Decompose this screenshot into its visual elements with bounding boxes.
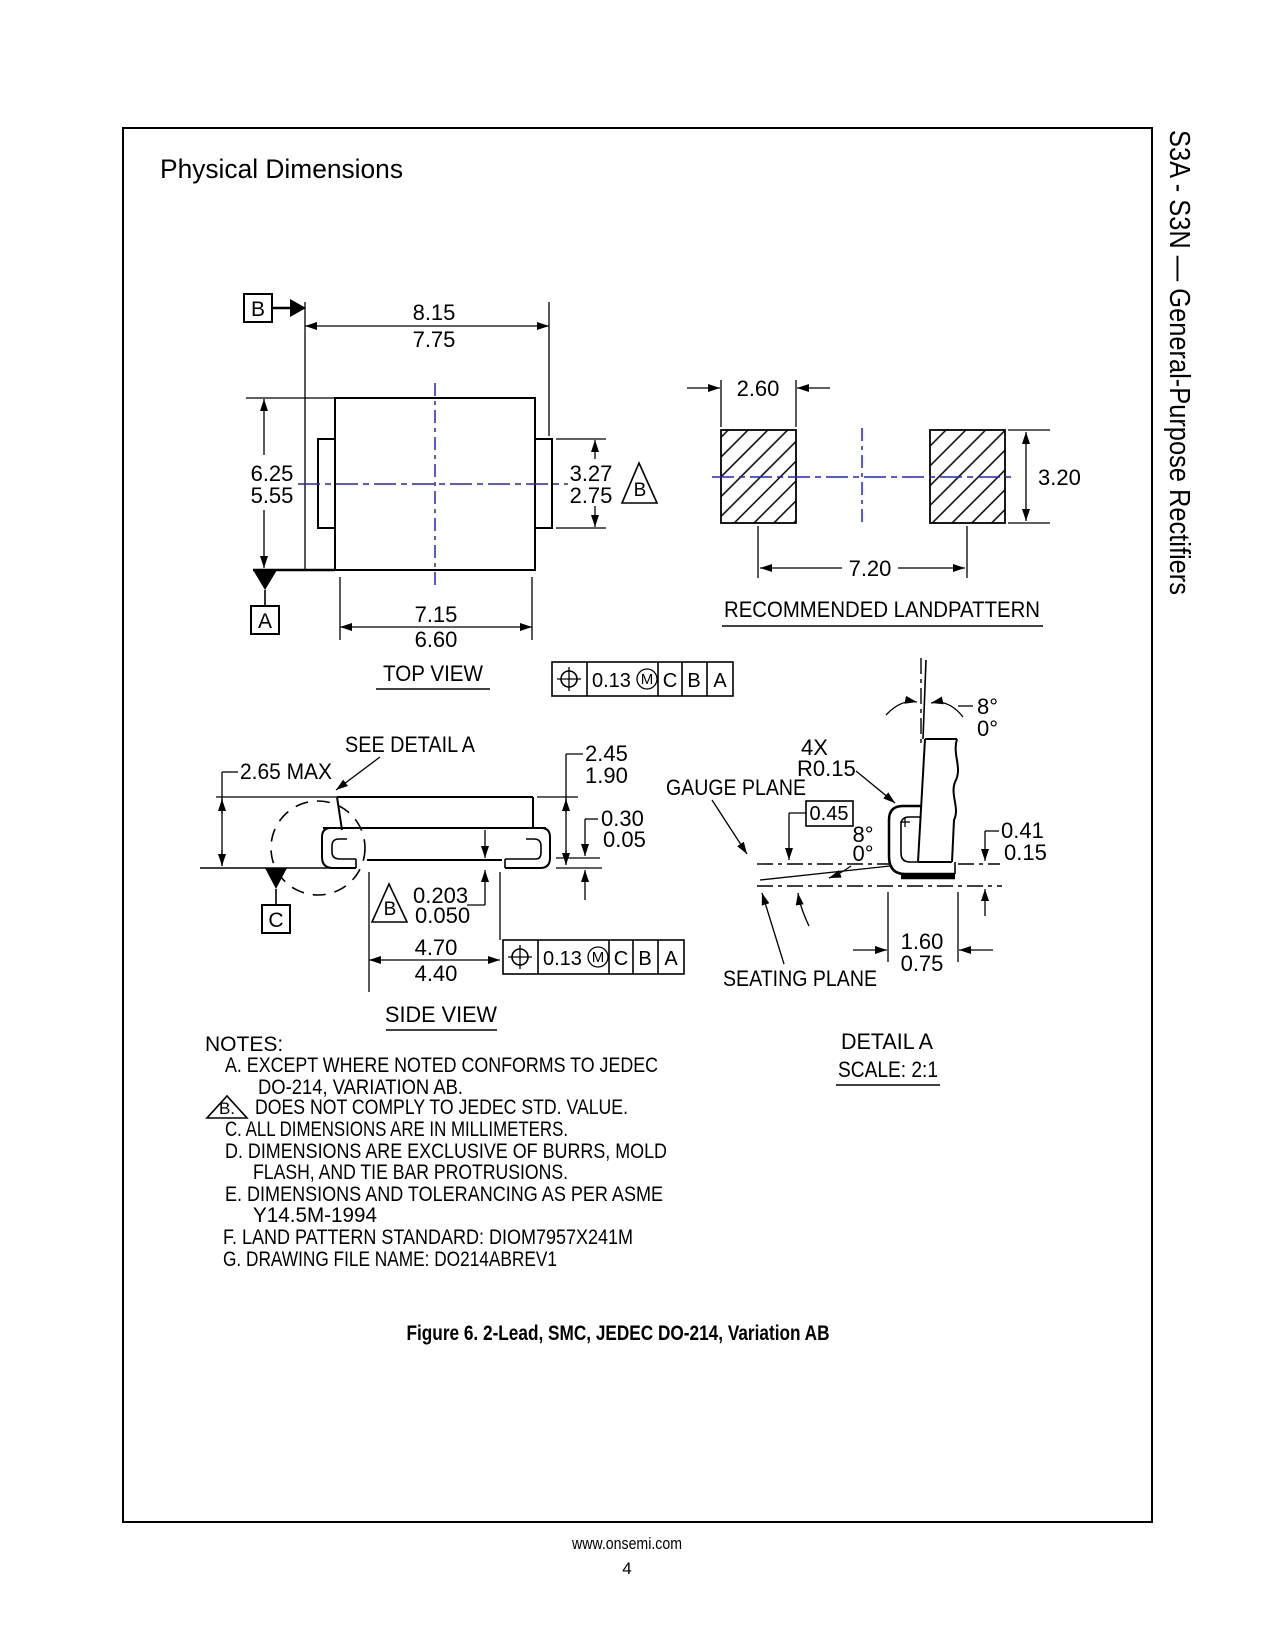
- dim-foot-length-max: 1.60: [901, 929, 944, 954]
- page-title: Physical Dimensions: [160, 154, 403, 184]
- note-b-flag-icon: B.: [205, 1094, 249, 1119]
- page-border: [122, 127, 1153, 1523]
- detail-a-label: DETAIL A: [841, 1029, 933, 1054]
- note-b-flag-letter: B.: [219, 1099, 235, 1118]
- datum-a-letter: A: [258, 610, 272, 633]
- right-lead: [505, 827, 551, 869]
- figure-caption: Figure 6. 2-Lead, SMC, JEDEC DO-214, Var…: [407, 1322, 830, 1345]
- footer-url: www.onsemi.com: [571, 1534, 682, 1553]
- fcf-datum-2: B: [687, 670, 700, 692]
- dim-pad-height: 3.20: [1038, 465, 1081, 490]
- note-b: DOES NOT COMPLY TO JEDEC STD. VALUE.: [255, 1096, 628, 1119]
- note-flag-letter: B: [634, 480, 647, 501]
- note-e-line1: E. DIMENSIONS AND TOLERANCING AS PER ASM…: [225, 1183, 663, 1206]
- dim-pad-pitch: 7.20: [849, 556, 892, 581]
- dim-pad-width: 2.60: [737, 376, 780, 401]
- circled-m-icon: M: [636, 668, 658, 690]
- datum-triangle-icon: [265, 868, 287, 889]
- note-d-line1: D. DIMENSIONS ARE EXCLUSIVE OF BURRS, MO…: [225, 1140, 667, 1163]
- dim-body-width-max: 7.15: [415, 602, 458, 627]
- see-detail-label: SEE DETAIL A: [345, 732, 475, 757]
- note-g: G. DRAWING FILE NAME: DO214ABREV1: [223, 1248, 557, 1271]
- note-flag-b: B: [370, 882, 409, 923]
- fcf-datum-1: C: [663, 670, 677, 692]
- datum-triangle-icon: [290, 299, 306, 317]
- dim-overall-width-max: 8.15: [413, 300, 456, 325]
- detail-circle: [270, 800, 366, 896]
- dim-overall-width-min: 7.75: [413, 327, 456, 352]
- radius-value: R0.15: [797, 756, 856, 781]
- dim-standoff-detail-max: 0.41: [1001, 818, 1044, 843]
- datum-c-label: C: [261, 868, 291, 934]
- dim-height-max: 6.25: [251, 461, 294, 486]
- dim-lead-angle-min: 0°: [977, 716, 998, 741]
- radius-qty: 4X: [801, 735, 828, 760]
- lead-terminal: [887, 804, 955, 876]
- dim-foot-span-min: 4.40: [415, 961, 458, 986]
- detail-a-scale: SCALE: 2:1: [838, 1057, 938, 1082]
- sidebar-title: S3A - S3N — General-Purpose Rectifiers: [1163, 130, 1195, 595]
- fcf-tolerance: 0.13: [592, 670, 631, 692]
- fcf-datum-2: B: [638, 948, 651, 970]
- landpattern: 2.60 3.20 7.20 RECOMMENDED LANDPATTERN: [687, 376, 1081, 627]
- dim-foot-length-min: 0.75: [901, 951, 944, 976]
- feature-control-frame-top: 0.13 M C B A: [551, 661, 734, 697]
- note-flag-b: B: [620, 461, 659, 504]
- gauge-dim: 0.45: [810, 803, 849, 825]
- note-f: F. LAND PATTERN STANDARD: DIOM7957X241M: [223, 1226, 633, 1249]
- left-lead: [321, 827, 356, 869]
- fcf-datum-3: A: [664, 948, 678, 970]
- lead-break-line: [951, 738, 959, 863]
- note-flag-letter: B: [384, 899, 397, 920]
- datum-c-letter: C: [268, 909, 283, 932]
- note-a-line2: DO-214, VARIATION AB.: [258, 1076, 463, 1099]
- side-view-label: SIDE VIEW: [385, 1002, 497, 1027]
- datum-a-label: A: [250, 568, 335, 635]
- dim-foot-span-max: 4.70: [415, 935, 458, 960]
- footer-page-number: 4: [622, 1559, 631, 1578]
- circled-m-icon: M: [587, 946, 609, 968]
- notes-heading: NOTES:: [205, 1033, 283, 1056]
- dim-lead-height-max: 2.45: [585, 741, 628, 766]
- dim-standoff-max: 0.203: [413, 883, 468, 908]
- dim-gap-min: 0.05: [603, 827, 646, 852]
- note-e-line2: Y14.5M-1994: [253, 1204, 377, 1227]
- fcf-datum-3: A: [713, 670, 727, 692]
- detail-a: 8° 0° 4X R0.15 GAUGE PLANE 0.45 8°: [666, 658, 1047, 1086]
- fcf-modifier: M: [641, 671, 654, 688]
- dim-tab-max: 3.27: [570, 461, 613, 486]
- dim-body-width-min: 6.60: [415, 627, 458, 652]
- dim-lead-height-min: 1.90: [585, 763, 628, 788]
- fcf-modifier: M: [592, 949, 605, 966]
- dim-tab-min: 2.75: [570, 483, 613, 508]
- top-view-label: TOP VIEW: [383, 661, 483, 686]
- feature-control-frame-side: 0.13 M C B A: [502, 939, 685, 975]
- dim-height-min: 5.55: [251, 483, 294, 508]
- gauge-plane-label: GAUGE PLANE: [666, 775, 806, 800]
- landpattern-label: RECOMMENDED LANDPATTERN: [724, 597, 1040, 622]
- dim-lead-angle-max: 8°: [977, 694, 998, 719]
- dim-foot-angle-max: 8°: [852, 822, 873, 847]
- datum-b-label: B: [243, 293, 306, 323]
- datum-triangle-icon: [253, 570, 277, 590]
- seating-plane-label: SEATING PLANE: [723, 966, 877, 991]
- fcf-datum-1: C: [614, 948, 628, 970]
- radius-center-mark-icon: [900, 817, 910, 827]
- side-view: SEE DETAIL A 2.65 MAX 2.45 1.90 0.: [200, 732, 685, 1031]
- notes: NOTES: A. EXCEPT WHERE NOTED CONFORMS TO…: [205, 1033, 667, 1271]
- dim-standoff-min: 0.050: [415, 903, 470, 928]
- note-a-line1: A. EXCEPT WHERE NOTED CONFORMS TO JEDEC: [225, 1054, 658, 1077]
- top-view: B 8.15 7.75 6.25 5.55 A: [243, 293, 734, 697]
- dim-foot-angle-min: 0°: [852, 841, 873, 866]
- dim-standoff-detail-min: 0.15: [1004, 840, 1047, 865]
- dim-overall-height: 2.65 MAX: [240, 759, 332, 784]
- position-symbol-icon: [508, 945, 532, 969]
- position-symbol-icon: [557, 667, 581, 691]
- note-c: C. ALL DIMENSIONS ARE IN MILLIMETERS.: [225, 1118, 568, 1141]
- datum-b-letter: B: [251, 298, 265, 321]
- dim-gap-max: 0.30: [601, 806, 644, 831]
- fcf-tolerance: 0.13: [543, 948, 582, 970]
- note-d-line2: FLASH, AND TIE BAR PROTRUSIONS.: [253, 1161, 568, 1184]
